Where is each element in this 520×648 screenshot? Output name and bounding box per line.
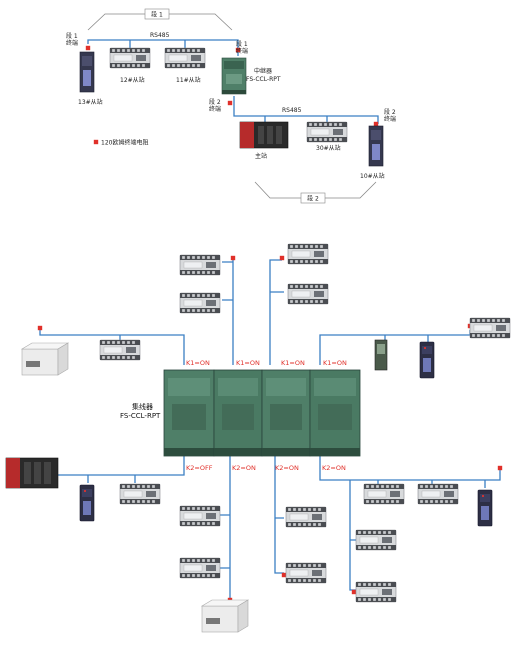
terminator-icon bbox=[497, 465, 503, 471]
slave-module-icon bbox=[119, 483, 161, 505]
master-device bbox=[5, 457, 59, 489]
k2-label-4: K2=ON bbox=[322, 464, 346, 472]
rs485-label-1: RS485 bbox=[150, 32, 170, 39]
station-30-device bbox=[306, 121, 348, 143]
station-11-label: 11#从站 bbox=[176, 76, 201, 84]
slave-module-icon bbox=[179, 505, 221, 527]
slave-module-icon bbox=[179, 557, 221, 579]
rs485-bus-segment2 bbox=[233, 96, 379, 124]
slave-module-icon bbox=[99, 339, 141, 361]
slave-module-icon bbox=[363, 483, 405, 505]
station-12-device bbox=[109, 47, 151, 69]
slave-module-icon bbox=[417, 483, 459, 505]
terminator-icon bbox=[281, 572, 287, 578]
hub-device bbox=[163, 369, 361, 457]
slave-plc-icon bbox=[79, 484, 95, 522]
terminator-icon bbox=[227, 100, 233, 106]
segment1-label: 段 1 bbox=[151, 11, 163, 19]
slave-plc-icon bbox=[419, 341, 435, 379]
k1-label-4: K1=ON bbox=[323, 359, 347, 367]
k1-label-2: K1=ON bbox=[236, 359, 260, 367]
k1-label-3: K1=ON bbox=[281, 359, 305, 367]
k2-label-3: K2=ON bbox=[275, 464, 299, 472]
slave-plc-icon bbox=[477, 489, 493, 527]
repeater-model: FS-CCL-RPT bbox=[246, 76, 281, 83]
repeater-title: 中继器 bbox=[254, 67, 272, 75]
master-label: 主站 bbox=[255, 152, 267, 160]
power-supply-icon bbox=[21, 342, 69, 376]
station-10-label: 10#从站 bbox=[360, 172, 385, 180]
rs485-label-2: RS485 bbox=[282, 107, 302, 114]
slave-module-icon bbox=[287, 243, 329, 265]
k2-label-1: K2=OFF bbox=[186, 464, 213, 472]
slave-module-icon bbox=[287, 283, 329, 305]
repeater-device bbox=[221, 57, 247, 95]
k1-label-1: K1=ON bbox=[186, 359, 210, 367]
terminator-icon bbox=[279, 255, 285, 261]
terminator-icon bbox=[351, 589, 357, 595]
terminator-legend-label: 120欧姆终端电阻 bbox=[101, 139, 148, 147]
station-11-device bbox=[164, 47, 206, 69]
terminator-icon bbox=[37, 325, 43, 331]
terminator-legend-icon bbox=[93, 139, 99, 145]
slave-module-icon bbox=[285, 506, 327, 528]
segment2-label: 段 2 bbox=[307, 195, 319, 203]
terminator-icon bbox=[230, 255, 236, 261]
slave-module-icon bbox=[355, 581, 397, 603]
terminator-icon bbox=[85, 45, 91, 51]
station-12-label: 12#从站 bbox=[120, 76, 145, 84]
station-10-device bbox=[368, 125, 384, 167]
slave-plc-icon bbox=[374, 339, 388, 371]
slave-module-icon bbox=[179, 254, 221, 276]
station-13-label: 13#从站 bbox=[78, 98, 103, 106]
power-supply-icon bbox=[201, 599, 249, 633]
k2-label-2: K2=ON bbox=[232, 464, 256, 472]
terminator-icon bbox=[373, 121, 379, 127]
hub-topology-diagram: K1=ON K1=ON K1=ON K1=ON bbox=[5, 243, 511, 633]
slave-module-icon bbox=[285, 562, 327, 584]
bus-drops-segment1 bbox=[129, 40, 186, 48]
station-13-device bbox=[79, 51, 95, 93]
hub-model: FS-CCL-RPT bbox=[120, 412, 161, 420]
station-30-label: 30#从站 bbox=[316, 144, 341, 152]
slave-module-icon bbox=[355, 529, 397, 551]
master-device bbox=[239, 121, 289, 149]
hub-title: 集线器 bbox=[132, 402, 153, 411]
slave-module-icon bbox=[179, 292, 221, 314]
slave-module-icon bbox=[469, 317, 511, 339]
